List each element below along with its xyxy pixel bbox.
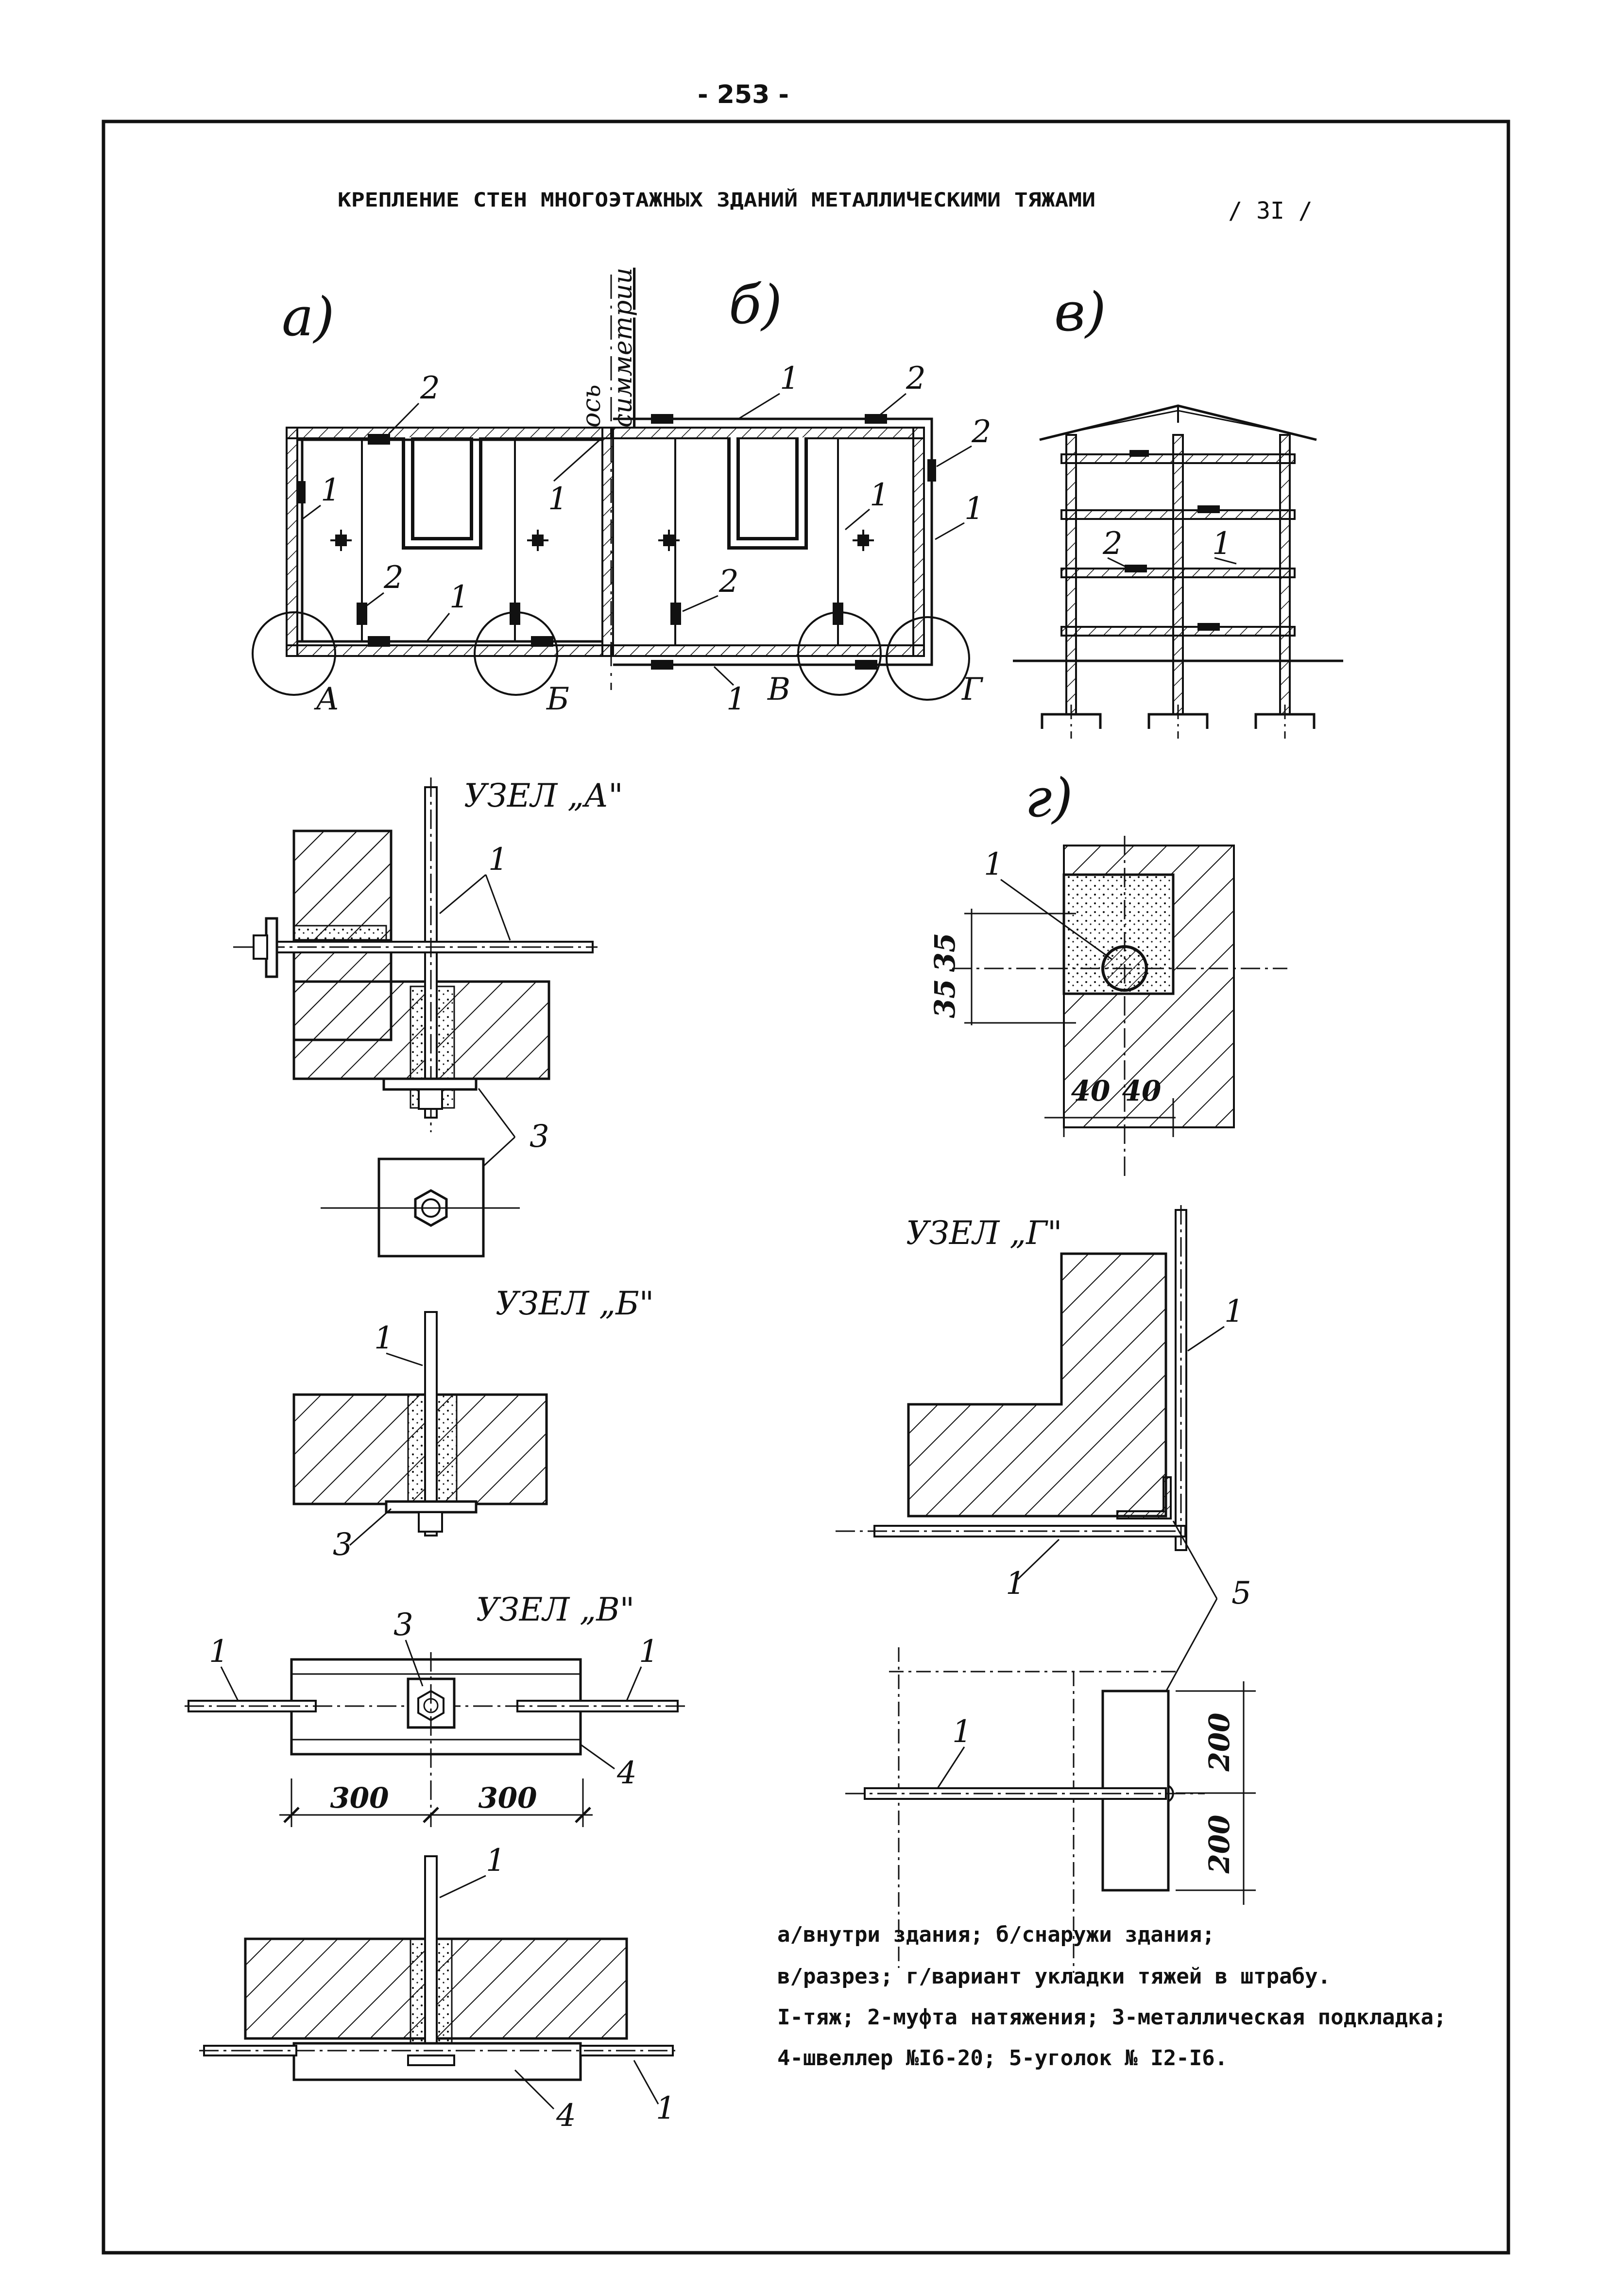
callout-2: 2 xyxy=(1102,526,1123,562)
callout-1: 1 xyxy=(870,477,889,513)
dim-40-right: 40 xyxy=(1122,1074,1162,1107)
callout-1: 1 xyxy=(952,1714,972,1750)
callout-1: 1 xyxy=(984,846,1004,882)
callout-3: 3 xyxy=(333,1527,353,1563)
callout-2: 2 xyxy=(718,564,739,600)
node-label-v: В xyxy=(767,672,790,708)
callout-1: 1 xyxy=(726,681,746,717)
wall-right xyxy=(912,427,925,657)
node-circle-v xyxy=(797,611,882,696)
stair-shaft-right xyxy=(727,437,808,550)
node-g-title: УЗЕЛ „Г" xyxy=(906,1214,1062,1252)
callout-2: 2 xyxy=(383,560,404,596)
node-label-b: Б xyxy=(546,681,569,717)
node-g-detail: УЗЕЛ „Г" 1 1 5 200 200 1 xyxy=(836,1205,1256,1973)
dim-200-lower: 200 xyxy=(1203,1814,1236,1874)
drawing-frame xyxy=(102,120,1510,2255)
callout-1: 1 xyxy=(1006,1566,1026,1602)
callout-2: 2 xyxy=(906,361,926,397)
callout-1: 1 xyxy=(374,1320,394,1356)
symmetry-axis-label-1: ось xyxy=(577,384,606,428)
dim-40-left: 40 xyxy=(1071,1074,1111,1107)
wall-center-left xyxy=(601,427,614,657)
label-view-v: в) xyxy=(1054,281,1106,343)
callout-1: 1 xyxy=(449,579,469,615)
wall-top-left xyxy=(286,427,612,439)
stair-shaft-left xyxy=(402,437,482,550)
legend: а/внутри здания; б/снаружи здания; в/раз… xyxy=(777,1922,1447,2071)
page-number: - 253 - xyxy=(698,80,789,109)
node-circle-a xyxy=(252,611,336,696)
wall-bottom-right xyxy=(612,644,925,657)
callout-1: 1 xyxy=(209,1634,229,1670)
dim-300-right: 300 xyxy=(478,1781,537,1814)
node-a-detail: УЗЕЛ „А" 1 3 xyxy=(233,777,623,1258)
node-label-g: Г xyxy=(961,672,984,708)
callout-1: 1 xyxy=(548,481,568,517)
callout-2: 2 xyxy=(420,370,440,406)
callout-1: 1 xyxy=(656,2090,676,2126)
callout-1: 1 xyxy=(780,361,800,397)
callout-5: 5 xyxy=(1231,1575,1251,1611)
dim-200-upper: 200 xyxy=(1203,1712,1236,1772)
callout-2: 2 xyxy=(971,414,992,450)
node-label-a: А xyxy=(314,681,339,717)
label-view-g: г) xyxy=(1025,767,1073,829)
legend-line-4: 4-швеллер №I6-20; 5-уголок № I2-I6. xyxy=(777,2046,1228,2071)
groove-variant-detail: г) 35 35 40 40 1 xyxy=(928,767,1287,1176)
callout-1: 1 xyxy=(1224,1294,1244,1329)
callout-1: 1 xyxy=(488,842,508,878)
callout-4: 4 xyxy=(616,1755,637,1791)
wall-top-right xyxy=(612,427,925,439)
symmetry-axis-label-2: симметрии xyxy=(609,268,638,428)
legend-line-2: в/разрез; г/вариант укладки тяжей в штра… xyxy=(777,1964,1331,1989)
sheet-number: / 3I / xyxy=(1228,197,1312,224)
callout-1: 1 xyxy=(321,472,341,508)
node-a-title: УЗЕЛ „А" xyxy=(464,777,623,814)
label-view-b: б) xyxy=(729,274,782,336)
node-v-title: УЗЕЛ „В" xyxy=(476,1591,634,1628)
callout-1: 1 xyxy=(1212,526,1232,562)
dim-300-left: 300 xyxy=(330,1781,389,1814)
node-b-title: УЗЕЛ „Б" xyxy=(496,1285,654,1322)
plan-view: а) б) ось симметрии xyxy=(252,268,992,717)
legend-line-1: а/внутри здания; б/снаружи здания; xyxy=(777,1922,1215,1947)
callout-3: 3 xyxy=(393,1607,413,1643)
callout-1: 1 xyxy=(964,491,984,527)
legend-line-3: I-тяж; 2-муфта натяжения; 3-металлическа… xyxy=(777,2005,1447,2030)
callout-1: 1 xyxy=(639,1634,659,1670)
dim-35-lower: 35 xyxy=(928,979,961,1019)
node-circle-g xyxy=(886,616,970,701)
dim-35-upper: 35 xyxy=(928,933,961,972)
callout-1: 1 xyxy=(486,1843,506,1879)
callout-3: 3 xyxy=(530,1119,549,1155)
label-view-a: а) xyxy=(282,286,335,348)
wall-left xyxy=(286,427,298,657)
sheet-title: КРЕПЛЕНИЕ СТЕН МНОГОЭТАЖНЫХ ЗДАНИЙ МЕТАЛ… xyxy=(338,188,1095,211)
node-v-detail: УЗЕЛ „В" 300 300 1 3 1 4 xyxy=(185,1591,685,2134)
node-b-detail: УЗЕЛ „Б" 1 3 xyxy=(292,1285,654,1563)
callout-4: 4 xyxy=(556,2098,576,2134)
section-view: в) 2 xyxy=(1013,281,1343,739)
node-circle-b xyxy=(474,611,558,696)
